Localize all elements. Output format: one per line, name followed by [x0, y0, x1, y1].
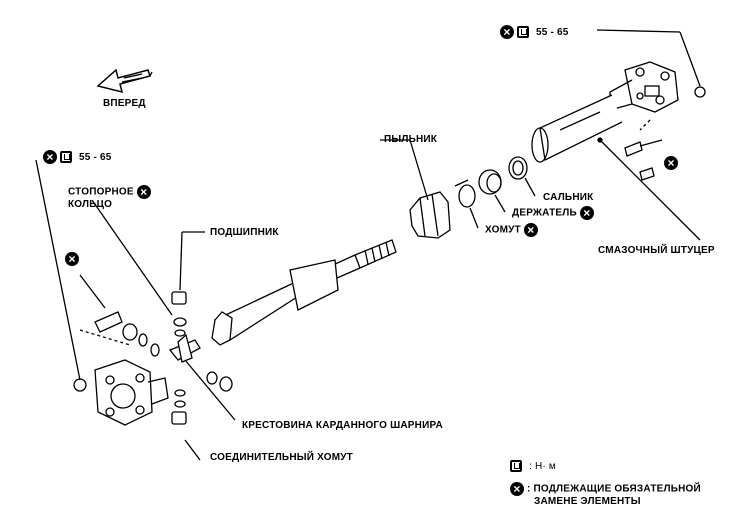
x-circle-icon: ×	[500, 25, 514, 39]
x-circle-icon: ×	[65, 252, 79, 266]
clamp-ring	[458, 184, 476, 208]
snap-ring-label: СТОПОРНОЕ	[68, 186, 134, 198]
x-circle-icon: ×	[664, 156, 678, 170]
forward-label: ВПЕРЕД	[103, 98, 146, 109]
x-circle-icon: ×	[510, 482, 524, 496]
torque-wrench-icon	[59, 151, 72, 163]
legend: : Н· м	[510, 460, 556, 472]
retainer-label: ДЕРЖАТЕЛЬ	[512, 207, 577, 219]
front-flange-yoke	[94, 359, 169, 426]
bearing-cap-top	[171, 291, 187, 305]
nut-left	[73, 378, 87, 392]
bearing-label: ПОДШИПНИК	[210, 227, 279, 238]
torque-top: 55 - 65	[535, 26, 569, 38]
propeller-shaft-tube	[531, 94, 623, 163]
x-circle-icon: ×	[579, 206, 594, 220]
flange-yoke-label: СОЕДИНИТЕЛЬНЫЙ ХОМУТ	[210, 452, 353, 463]
torque-wrench-icon	[516, 26, 529, 38]
oil-seal-label: САЛЬНИК	[543, 192, 594, 203]
forward-arrow-icon	[96, 68, 153, 94]
bearing-cap-bottom	[171, 411, 187, 425]
oil-seal	[508, 156, 528, 180]
x-circle-icon: ×	[136, 185, 151, 199]
dust-boot	[409, 191, 451, 239]
dust-boot-label: ПЫЛЬНИК	[384, 134, 438, 145]
legend-replace-1: : ПОДЛЕЖАЩИЕ ОБЯЗАТЕЛЬНОЙ	[526, 483, 701, 495]
legend-torque-unit: : Н· м	[528, 460, 556, 472]
universal-joint-spider	[168, 333, 201, 363]
torque-wrench-icon	[510, 460, 522, 472]
nut-top	[694, 86, 706, 98]
x-circle-icon: ×	[523, 223, 538, 237]
torque-left: 55 - 65	[78, 151, 112, 163]
rear-flange-housing	[609, 61, 679, 113]
x-circle-icon: ×	[43, 150, 57, 164]
grease-fitting-label: СМАЗОЧНЫЙ ШТУЦЕР	[598, 245, 715, 256]
legend-replace-2: ЗАМЕНЕ ЭЛЕМЕНТЫ	[534, 496, 641, 507]
front-slip-shaft	[211, 239, 397, 346]
snap-ring-label-2: КОЛЬЦО	[68, 199, 113, 210]
clamp-label: ХОМУТ	[485, 224, 521, 236]
spider-label: КРЕСТОВИНА КАРДАННОГО ШАРНИРА	[242, 420, 443, 431]
